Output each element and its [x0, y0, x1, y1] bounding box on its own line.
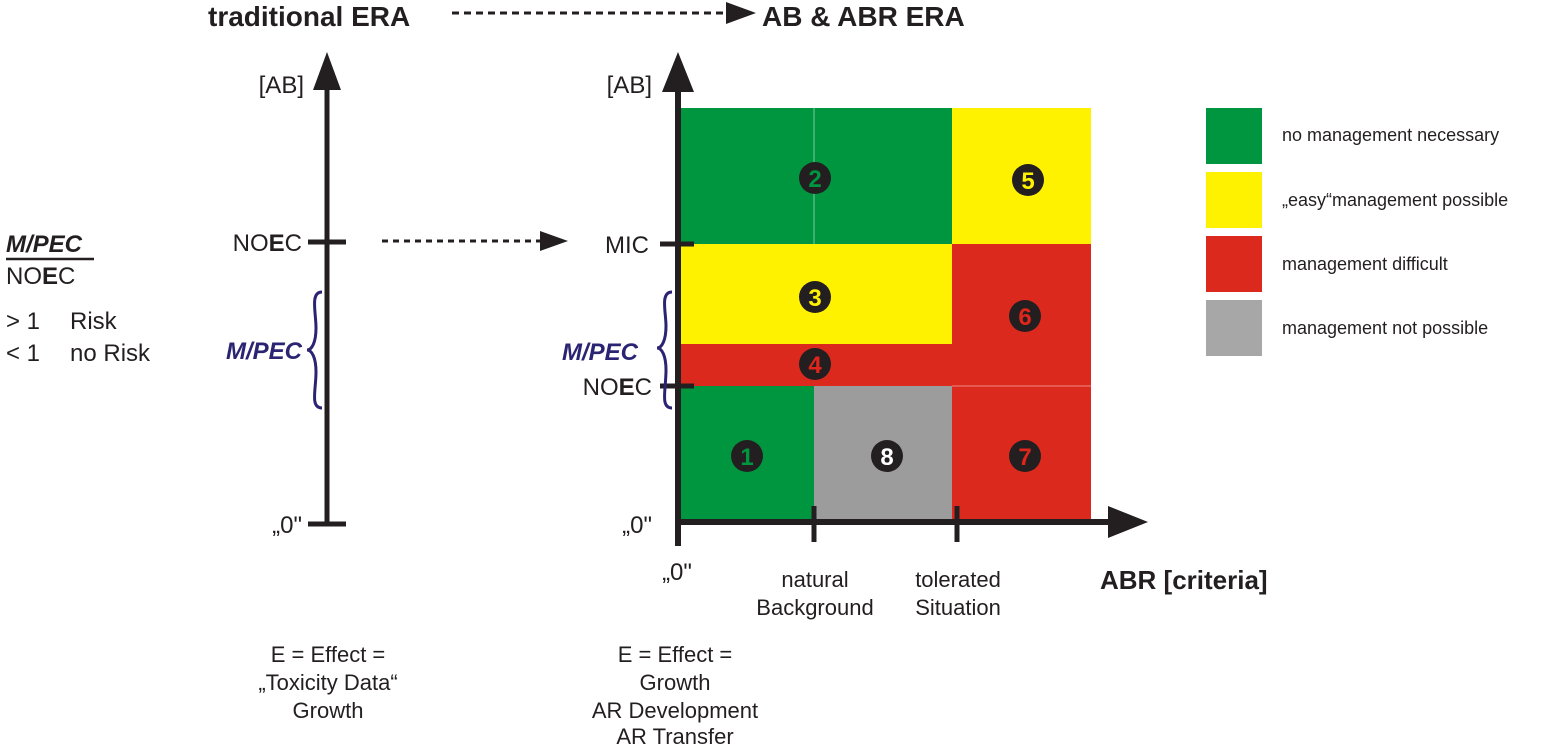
right-mpec-label: M/PEC [562, 339, 639, 366]
ratio-row1-sign: > 1 [6, 308, 40, 335]
x-tick1-line1: natural [781, 567, 848, 592]
zone-badge-3: 3 [799, 281, 831, 313]
legend-swatch-red [1206, 236, 1262, 292]
left-mpec-label: M/PEC [226, 338, 303, 365]
zone-number: 2 [808, 166, 821, 193]
x-axis-label: ABR [criteria] [1100, 565, 1268, 595]
right-mic-label: MIC [605, 232, 649, 259]
left-caption-line: E = Effect = [271, 642, 386, 667]
legend-swatch-green [1206, 108, 1262, 164]
zone-number: 7 [1018, 444, 1031, 471]
zone-number: 6 [1018, 304, 1031, 331]
legend-label: „easy“management possible [1282, 190, 1508, 210]
zone-badge-8: 8 [871, 440, 903, 472]
ratio-row2-sign: < 1 [6, 340, 40, 367]
right-caption-line: AR Development [592, 698, 758, 723]
legend-label: management not possible [1282, 318, 1488, 338]
title-ab-abr-era: AB & ABR ERA [762, 1, 965, 32]
right-caption-line: E = Effect = [618, 642, 733, 667]
right-zero-x-label: „0" [662, 559, 692, 586]
zone-badge-4: 4 [799, 348, 831, 380]
era-transition-arrow [452, 2, 756, 24]
x-tick1-line2: Background [756, 595, 873, 620]
legend-swatch-yellow [1206, 172, 1262, 228]
ratio-numerator: M/PEC [6, 231, 83, 258]
right-mpec-brace [656, 290, 673, 410]
ratio-row2-text: no Risk [70, 340, 151, 367]
risk-matrix [678, 108, 1091, 522]
left-caption: E = Effect = „Toxicity Data“ Growth [258, 642, 397, 723]
legend-label: no management necessary [1282, 125, 1499, 145]
right-caption-line: Growth [640, 670, 711, 695]
right-caption: E = Effect = Growth AR Development AR Tr… [592, 642, 758, 746]
zone-number: 3 [808, 285, 821, 312]
zone-number: 1 [740, 444, 753, 471]
ratio-row1-text: Risk [70, 308, 118, 335]
zone-number: 8 [880, 444, 893, 471]
left-mpec-brace [306, 290, 323, 410]
noec-to-mic-arrow [382, 231, 568, 251]
left-noec-label: NOEC [233, 230, 302, 257]
ratio-denominator: NOEC [6, 263, 75, 290]
right-zero-y-label: „0" [622, 512, 652, 539]
zone-badge-2: 2 [799, 162, 831, 194]
zone-number: 5 [1021, 168, 1034, 195]
left-y-axis [313, 52, 341, 526]
zone-badge-1: 1 [731, 440, 763, 472]
right-noec-label: NOEC [583, 374, 652, 401]
left-zero-label: „0" [272, 512, 302, 539]
x-tick2-line1: tolerated [915, 567, 1001, 592]
title-traditional-era: traditional ERA [208, 1, 410, 32]
right-x-axis [678, 506, 1148, 538]
left-caption-line: „Toxicity Data“ [258, 670, 397, 695]
left-axis-top-label: [AB] [259, 72, 304, 99]
zone-badge-7: 7 [1009, 440, 1041, 472]
right-y-axis [662, 52, 694, 546]
right-axis-top-label: [AB] [607, 72, 652, 99]
left-caption-line: Growth [293, 698, 364, 723]
zone-number: 4 [808, 352, 822, 379]
legend-label: management difficult [1282, 254, 1448, 274]
zone-badge-6: 6 [1009, 300, 1041, 332]
legend-swatch-gray [1206, 300, 1262, 356]
legend: no management necessary „easy“management… [1206, 108, 1508, 356]
x-tick2-line2: Situation [915, 595, 1001, 620]
right-caption-line: AR Transfer [616, 724, 733, 746]
zone-badge-5: 5 [1012, 164, 1044, 196]
